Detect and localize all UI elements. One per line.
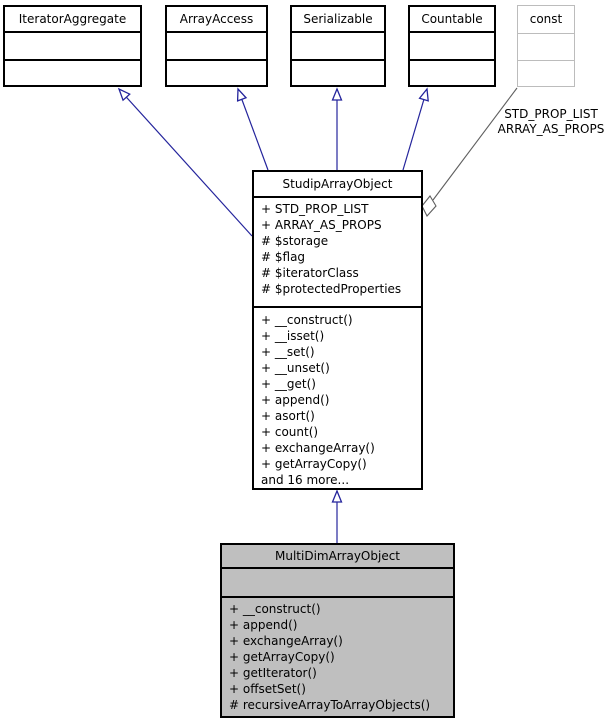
method-row: # recursiveArrayToArrayObjects() <box>229 698 431 712</box>
inheritance-edge-arrayaccess <box>236 87 269 171</box>
attributes-compartment-empty <box>167 33 266 61</box>
method-row: + append() <box>229 618 298 632</box>
class-box-iteratoraggregate[interactable]: IteratorAggregate <box>3 5 142 87</box>
attributes-compartment: + STD_PROP_LIST + ARRAY_AS_PROPS # $stor… <box>254 198 421 308</box>
methods-compartment: + __construct() + __isset() + __set() + … <box>254 308 421 501</box>
method-row: + __construct() <box>261 313 353 327</box>
class-name: ArrayAccess <box>167 7 266 33</box>
methods-compartment-empty <box>5 61 140 85</box>
attribute-row: # $iteratorClass <box>261 266 359 280</box>
method-row: + __isset() <box>261 329 325 343</box>
method-row-more: and 16 more... <box>261 473 350 487</box>
usage-edge-label: STD_PROP_LIST ARRAY_AS_PROPS <box>490 107 612 137</box>
methods-compartment: + __construct() + append() + exchangeArr… <box>222 598 453 722</box>
class-name: Countable <box>410 7 494 33</box>
attributes-compartment-empty <box>292 33 384 61</box>
class-box-countable[interactable]: Countable <box>408 5 496 87</box>
method-row: + asort() <box>261 409 315 423</box>
attributes-compartment-empty <box>518 34 574 61</box>
attribute-row: + STD_PROP_LIST <box>261 202 369 216</box>
class-name: MultiDimArrayObject <box>222 545 453 569</box>
attribute-row: # $storage <box>261 234 329 248</box>
method-row: + offsetSet() <box>229 682 306 696</box>
method-row: + exchangeArray() <box>261 441 375 455</box>
aggregation-diamond <box>421 195 437 217</box>
method-row: + __construct() <box>229 602 321 616</box>
attribute-row: # $flag <box>261 250 306 264</box>
usage-edge-label-line2: ARRAY_AS_PROPS <box>497 122 605 136</box>
class-box-serializable[interactable]: Serializable <box>290 5 386 87</box>
method-row: + getIterator() <box>229 666 317 680</box>
attribute-row: # $protectedProperties <box>261 282 402 296</box>
methods-compartment-empty <box>518 61 574 85</box>
attribute-row: + ARRAY_AS_PROPS <box>261 218 382 232</box>
class-name: Serializable <box>292 7 384 33</box>
class-box-arrayaccess[interactable]: ArrayAccess <box>165 5 268 87</box>
method-row: + __set() <box>261 345 315 359</box>
usage-edge-const <box>432 87 518 201</box>
method-row: + getArrayCopy() <box>229 650 335 664</box>
class-box-multidimarrayobject[interactable]: MultiDimArrayObject + __construct() + ap… <box>220 543 455 718</box>
attributes-compartment-empty <box>222 569 453 598</box>
methods-compartment-empty <box>410 61 494 85</box>
class-name: const <box>518 6 574 34</box>
method-row: + __unset() <box>261 361 330 375</box>
methods-compartment-empty <box>167 61 266 85</box>
method-row: + getArrayCopy() <box>261 457 367 471</box>
attributes-compartment-empty <box>5 33 140 61</box>
attributes-compartment-empty <box>410 33 494 61</box>
class-name: IteratorAggregate <box>5 7 140 33</box>
class-box-const: const <box>517 5 575 87</box>
method-row: + count() <box>261 425 319 439</box>
class-box-studiparrayobject[interactable]: StudipArrayObject + STD_PROP_LIST + ARRA… <box>252 170 423 490</box>
method-row: + append() <box>261 393 330 407</box>
method-row: + __get() <box>261 377 316 391</box>
methods-compartment-empty <box>292 61 384 85</box>
inheritance-edge-iteratoraggregate <box>117 87 253 237</box>
usage-edge-label-line1: STD_PROP_LIST <box>504 107 598 121</box>
method-row: + exchangeArray() <box>229 634 343 648</box>
inheritance-edge-countable <box>402 87 429 171</box>
class-name: StudipArrayObject <box>254 172 421 198</box>
